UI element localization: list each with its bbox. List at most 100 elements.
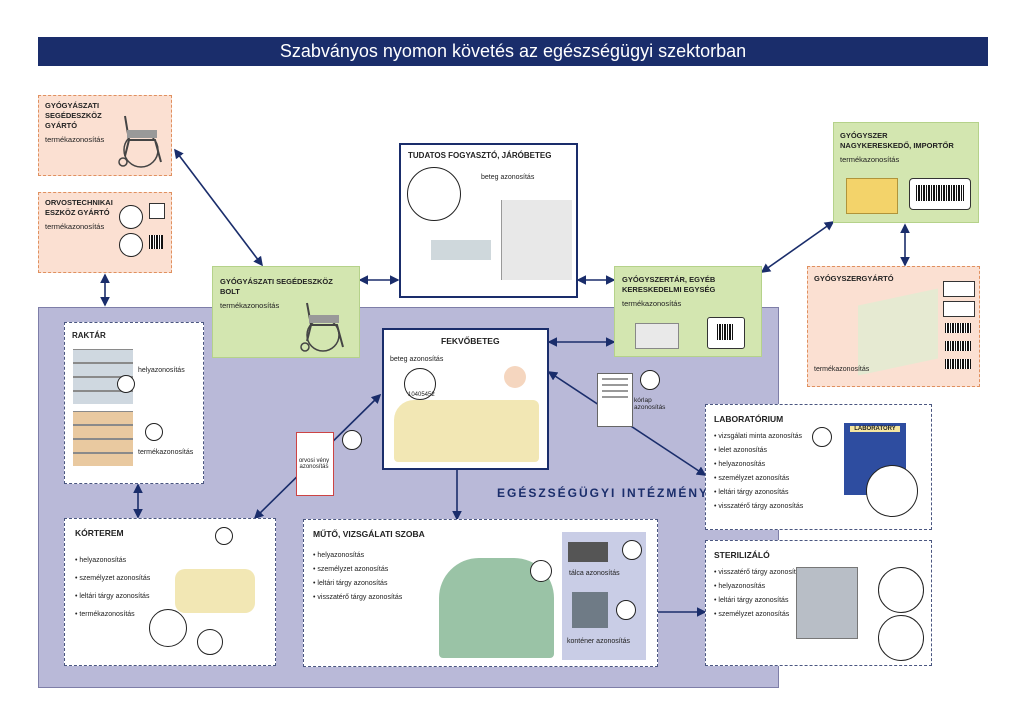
box-title: GYÓGYSZERGYÁRTÓ: [814, 274, 894, 283]
factory-shelves-icon: [858, 288, 938, 376]
list-item: vizsgálati minta azonosítás: [714, 430, 923, 444]
barcode-label: [909, 178, 971, 210]
box-orvostech: ORVOSTECHNIKAI ESZKÖZ GYÁRTÓ termékazono…: [38, 192, 172, 273]
list-item: személyzet azonosítás: [714, 472, 923, 486]
list-item: leltári tárgy azonosítás: [313, 577, 648, 591]
arrow-gyarto-bolt: [174, 148, 263, 267]
wheelchair-icon: [118, 115, 162, 168]
list-item: leltári tárgy azonosítás: [714, 486, 923, 500]
box-title: GYÓGYÁSZATI SEGÉDESZKÖZ BOLT: [220, 277, 333, 296]
list-item: leltári tárgy azonosítás: [75, 588, 265, 606]
list-item: visszatérő tárgy azonosítás: [714, 500, 923, 514]
wheelchair-icon: [300, 302, 344, 352]
barcode-icon: [342, 430, 362, 450]
list-item: személyzet azonosítás: [313, 563, 648, 577]
list-item: visszatérő tárgy azonosítás: [714, 566, 923, 580]
shelf-icon: [73, 411, 133, 466]
test-tube-icon: [866, 465, 918, 517]
datamatrix-icon: [149, 235, 163, 249]
barcode-icon: [812, 427, 832, 447]
barcode-icon: [945, 359, 971, 369]
box-title: GYÓGYSZERTÁR, EGYÉB KERESKEDELMI EGYSÉG: [622, 275, 716, 294]
barcode-icon: [197, 629, 223, 655]
box-fekvobeteg: FEKVŐBETEG beteg azonosítás 10405452: [382, 328, 549, 470]
recept-label: orvosi vény azonosítás: [298, 458, 330, 470]
counter-icon: [431, 240, 491, 260]
barcode-icon: [145, 423, 163, 441]
box-sub: termékazonosítás: [840, 155, 900, 164]
box-title: LABORATÓRIUM: [714, 414, 784, 424]
box-title: MŰTŐ, VIZSGÁLATI SZOBA: [313, 529, 425, 539]
barcode-icon: [945, 323, 971, 333]
package-icon: [846, 178, 898, 214]
box-sub: termékazonosítás: [814, 366, 870, 373]
box-tudatos: TUDATOS FOGYASZTÓ, JÁRÓBETEG beteg azono…: [399, 143, 578, 298]
barcode-number: 10405452: [408, 392, 435, 398]
phone-scan-icon: [407, 167, 461, 221]
talca-label: tálca azonosítás: [569, 570, 620, 577]
barcode-icon: [215, 527, 233, 545]
page-title: Szabványos nyomon követés az egészségügy…: [38, 37, 988, 66]
list-item: helyazonosítás: [75, 552, 265, 570]
hand-scan-icon: [149, 609, 187, 647]
prescription-icon: [296, 432, 334, 496]
box-muto: MŰTŐ, VIZSGÁLATI SZOBA helyazonosítás sz…: [303, 519, 658, 667]
korlap-label: kórlap azonosítás: [634, 397, 666, 411]
barcode-icon: [530, 560, 552, 582]
medicine-box-icon: [635, 323, 679, 349]
barcode-icon: [640, 370, 660, 390]
barcode-icon: [945, 341, 971, 351]
sterilizer-icon: [796, 567, 858, 639]
box-nagyker: GYÓGYSZER NAGYKERESKEDŐ, IMPORTŐR termék…: [833, 122, 979, 223]
id-list: helyazonosítás személyzet azonosítás lel…: [75, 552, 265, 624]
building-icon: [501, 200, 572, 280]
box-title: FEKVŐBETEG: [441, 336, 500, 346]
box-gyse-gyarto: GYÓGYÁSZATI SEGÉDESZKÖZ GYÁRTÓ termékazo…: [38, 95, 172, 176]
box-gyogyszertar: GYÓGYSZERTÁR, EGYÉB KERESKEDELMI EGYSÉG …: [614, 266, 762, 357]
box-laboratorium: LABORATÓRIUM vizsgálati minta azonosítás…: [705, 404, 932, 530]
barcode-icon: [117, 375, 135, 393]
box-sub: termékazonosítás: [45, 135, 105, 144]
box-gyse-bolt: GYÓGYÁSZATI SEGÉDESZKÖZ BOLT termékazono…: [212, 266, 360, 358]
box-sub: termékazonosítás: [45, 222, 105, 231]
box-sub: termékazonosítás: [220, 301, 280, 310]
list-item: helyazonosítás: [714, 580, 923, 594]
barcode-icon: [616, 600, 636, 620]
datamatrix-label: [707, 317, 745, 349]
barcode-icon: [622, 540, 642, 560]
id-list: visszatérő tárgy azonosítás helyazonosít…: [714, 566, 923, 622]
box-sub: beteg azonosítás: [390, 356, 444, 363]
kontener-label: konténer azonosítás: [567, 638, 631, 645]
box-sub: beteg azonosítás: [481, 174, 535, 181]
tool-icon: [878, 567, 924, 613]
box-title: ORVOSTECHNIKAI ESZKÖZ GYÁRTÓ: [45, 198, 113, 217]
wristband-barcode: [404, 368, 436, 400]
lab-sign: LABORATORY: [850, 426, 900, 432]
list-item: visszatérő tárgy azonosítás: [313, 591, 648, 605]
box-sterilizalo: STERILIZÁLÓ visszatérő tárgy azonosítás …: [705, 540, 932, 666]
patient-icon: [504, 366, 526, 388]
list-item: leltári tárgy azonosítás: [714, 594, 923, 608]
label-icon: [149, 203, 165, 219]
list-item: személyzet azonosítás: [714, 608, 923, 622]
container-icon: [572, 592, 608, 628]
list-item: termékazonosítás: [75, 606, 265, 624]
box-korterem: KÓRTEREM helyazonosítás személyzet azono…: [64, 518, 276, 666]
tray-icon: [568, 542, 608, 562]
box-title: GYÓGYÁSZATI SEGÉDESZKÖZ GYÁRTÓ: [45, 101, 102, 130]
box-title: GYÓGYSZER NAGYKERESKEDŐ, IMPORTŐR: [840, 131, 954, 150]
datamatrix-icon: [878, 615, 924, 661]
institution-label: EGÉSZSÉGÜGYI INTÉZMÉNY: [497, 486, 710, 500]
arrow-patika-nagyker: [760, 221, 835, 273]
patient-chart-icon: [597, 373, 633, 427]
instrument-icon: [119, 233, 143, 257]
id-list: helyazonosítás személyzet azonosítás lel…: [313, 549, 648, 605]
list-item: személyzet azonosítás: [75, 570, 265, 588]
bed-blanket-icon: [394, 400, 539, 462]
list-item: helyazonosítás: [714, 458, 923, 472]
box-title: STERILIZÁLÓ: [714, 550, 770, 560]
box-title: RAKTÁR: [72, 331, 106, 340]
box-sub: helyazonosítás: [138, 367, 185, 374]
box-title: TUDATOS FOGYASZTÓ, JÁRÓBETEG: [408, 151, 552, 160]
box-sub: termékazonosítás: [622, 299, 682, 308]
